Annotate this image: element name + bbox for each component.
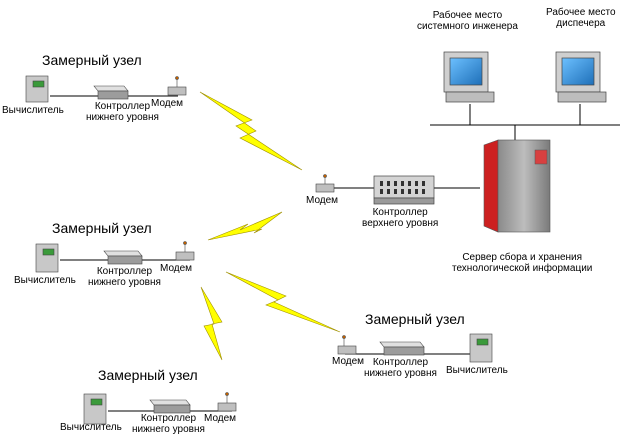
lightning-icon bbox=[199, 91, 341, 361]
controller-high-label: Контроллер верхнего уровня bbox=[362, 207, 438, 229]
calculator-label: Вычислитель bbox=[14, 275, 76, 286]
controller-low-line1: Контроллер bbox=[96, 266, 153, 277]
group-title: Замерный узел bbox=[52, 220, 152, 236]
dispatcher-ws-line2: диспечера bbox=[556, 18, 606, 29]
controller-high-line2: верхнего уровня bbox=[362, 218, 439, 229]
dispatcher-ws-label: Рабочее место диспечера bbox=[546, 7, 616, 29]
controller-high-line1: Контроллер bbox=[372, 207, 428, 218]
server-label: Сервер сбора и хранения технологической … bbox=[452, 252, 592, 274]
server-line2: технологической информации bbox=[452, 263, 593, 274]
controller-low-line1: Контроллер bbox=[94, 101, 151, 112]
modem-label: Модем bbox=[332, 356, 365, 367]
modem-label: Модем bbox=[160, 263, 193, 274]
server-icon bbox=[483, 139, 551, 233]
modem-label: Модем bbox=[204, 413, 237, 424]
group-title: Замерный узел bbox=[42, 52, 142, 68]
controller-low-line1: Контроллер bbox=[140, 413, 197, 424]
modem-icon bbox=[167, 76, 357, 412]
server-line1: Сервер сбора и хранения bbox=[462, 252, 583, 263]
controller-low-line1: Контроллер bbox=[372, 357, 429, 368]
engineer-ws-line1: Рабочее место bbox=[432, 10, 503, 21]
computer-icon bbox=[443, 51, 607, 103]
controller-icon bbox=[373, 175, 435, 205]
controller-low-label: Контроллер нижнего уровня bbox=[86, 101, 159, 123]
group-title: Замерный узел bbox=[365, 311, 465, 327]
controller-low-line2: нижнего уровня bbox=[88, 277, 161, 288]
dispatcher-ws-line1: Рабочее место bbox=[546, 7, 616, 18]
modem-label: Модем bbox=[306, 195, 339, 206]
controller-low-label: Контроллер нижнего уровня bbox=[88, 266, 161, 288]
engineer-ws-line2: системного инженера bbox=[417, 21, 518, 32]
controller-low-label: Контроллер нижнего уровня bbox=[132, 413, 205, 435]
group-title: Замерный узел bbox=[98, 367, 198, 383]
modem-label: Модем bbox=[151, 98, 184, 109]
controller-low-line2: нижнего уровня bbox=[86, 112, 159, 123]
controller-low-label: Контроллер нижнего уровня bbox=[364, 357, 437, 379]
controller-low-line2: нижнего уровня bbox=[132, 424, 205, 435]
engineer-ws-label: Рабочее место системного инженера bbox=[417, 10, 518, 32]
controller-icon bbox=[93, 85, 425, 414]
calculator-icon bbox=[25, 75, 493, 425]
calculator-label: Вычислитель bbox=[60, 422, 122, 433]
calculator-label: Вычислитель bbox=[2, 105, 64, 116]
controller-low-line2: нижнего уровня bbox=[364, 368, 437, 379]
calculator-label: Вычислитель bbox=[446, 365, 508, 376]
